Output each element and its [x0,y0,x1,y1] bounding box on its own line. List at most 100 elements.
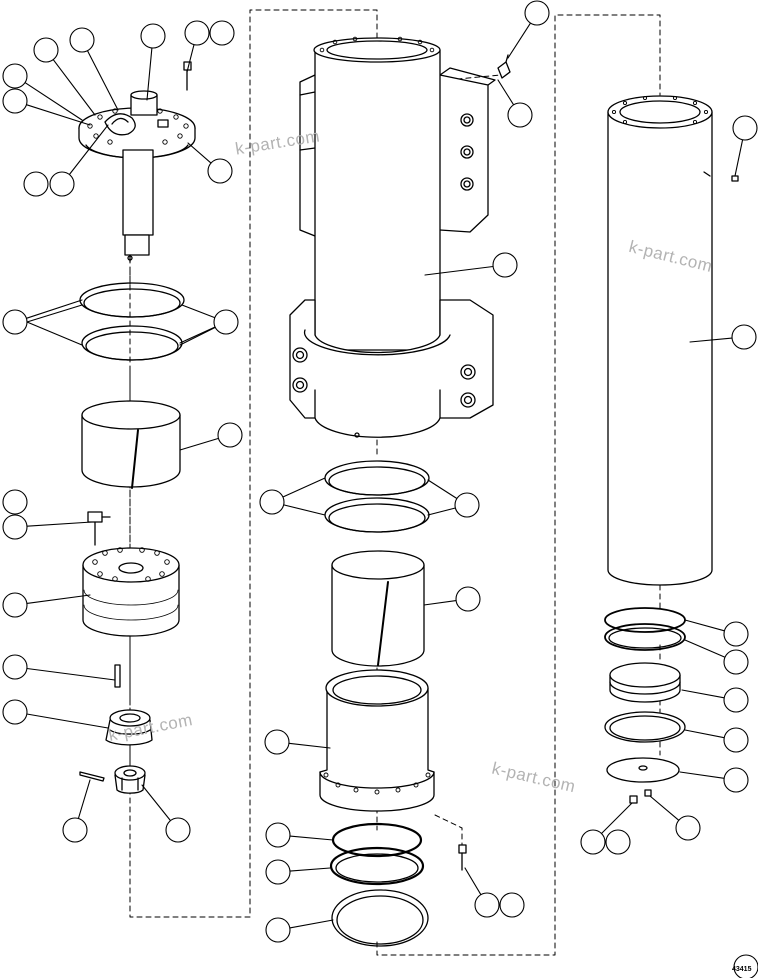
callout-leader-38 [464,867,482,896]
callout-bubble-29 [723,649,749,675]
callout-leader-4 [186,44,195,73]
callout-bubble-40 [580,829,606,855]
callout-bubble-27 [264,729,290,755]
callout-bubble-43 [733,954,758,978]
callout-bubble-31 [723,727,749,753]
callout-leader-33 [77,779,91,820]
axle-tube [607,95,713,586]
callout-leader-22 [282,477,326,498]
callout-leader-12 [497,79,515,106]
set-screw-right [731,175,739,182]
callout-leader-21 [26,594,91,604]
cap-screw-left [87,511,111,546]
callout-bubble-17 [213,309,239,335]
fitting-right-bottom [629,789,652,804]
callout-bubble-23 [454,492,480,518]
callout-leader-29 [684,639,726,658]
callout-bubble-26 [2,699,28,725]
callout-leader-10 [187,142,212,164]
callout-bubble-36 [265,859,291,885]
callout-bubble-20 [2,514,28,540]
swivel-housing [289,36,496,438]
callout-leader-34 [141,784,172,822]
bushing-left [81,400,181,489]
callout-leader-extra-2 [26,321,83,346]
callout-leader-31 [684,729,725,739]
plug [183,61,192,91]
bearing-cone [105,709,153,746]
cotter-pin [79,771,105,782]
callout-leader-28 [684,619,725,632]
callout-bubble-24 [455,586,481,612]
grease-fitting [497,54,511,79]
callout-bubble-2 [69,27,95,53]
callout-bubble-5 [209,20,235,46]
callout-bubble-22 [259,489,285,515]
callout-bubble-9 [49,171,75,197]
callout-bubble-32 [723,767,749,793]
callout-leader-extra-1 [26,304,83,323]
bearing-hub [82,547,180,637]
o-ring-pair-left [79,282,185,361]
callout-bubble-35 [265,822,291,848]
callout-leader-11 [507,22,532,59]
spindle-cap-assembly [78,90,196,263]
callout-leader-13 [734,139,744,177]
callout-leader-32 [679,771,725,779]
callout-bubble-28 [723,621,749,647]
callout-leader-23 [427,507,456,516]
cap-screw-center [458,844,467,871]
callout-leader-36 [289,867,331,872]
callout-bubble-18 [217,422,243,448]
callout-leader-18 [179,437,220,451]
castle-nut [114,765,146,794]
callout-bubble-38 [474,892,500,918]
callout-bubble-7 [2,88,28,114]
figure-number: 43415 [732,966,752,973]
callout-bubble-12 [507,102,533,128]
callout-leader-1 [52,59,96,116]
callout-leader-20 [26,521,93,527]
callout-bubble-42 [675,815,701,841]
callout-bubble-21 [2,592,28,618]
callout-bubble-14 [492,252,518,278]
callout-leader-25 [26,667,116,681]
callout-bubble-41 [605,829,631,855]
seal-rings-center [329,822,429,947]
callout-bubble-39 [499,892,525,918]
callout-leader-15 [689,337,733,343]
callout-leader-26 [26,713,109,729]
callout-leader-16 [25,299,83,319]
callout-bubble-10 [207,158,233,184]
o-ring-pair-center [324,460,430,533]
callout-leader-14 [424,265,494,276]
callout-leader-37 [289,919,334,929]
bushing-center [331,550,425,667]
callout-bubble-13 [732,115,758,141]
callout-bubble-3 [140,23,166,49]
callout-bubble-1 [33,37,59,63]
dowel-pin [114,664,121,688]
callout-bubble-11 [524,0,550,26]
callout-leader-35 [289,835,334,841]
callout-bubble-8 [23,171,49,197]
callout-bubble-4 [184,20,210,46]
callout-leader-27 [288,742,331,749]
callout-leader-2 [86,50,119,111]
callout-bubble-30 [723,687,749,713]
callout-leader-9 [68,124,109,176]
callout-leader-42 [649,795,680,821]
callout-bubble-37 [265,917,291,943]
callout-bubble-6 [2,63,28,89]
callout-leader-40 [600,802,633,835]
callout-leader-30 [681,689,725,699]
callout-leader-6 [24,82,83,121]
callout-bubble-19 [2,489,28,515]
callout-bubble-25 [2,654,28,680]
flanged-bearing [319,669,435,812]
callout-leader-7 [25,104,91,126]
callout-leader-17 [179,326,216,344]
callout-bubble-15 [731,324,757,350]
